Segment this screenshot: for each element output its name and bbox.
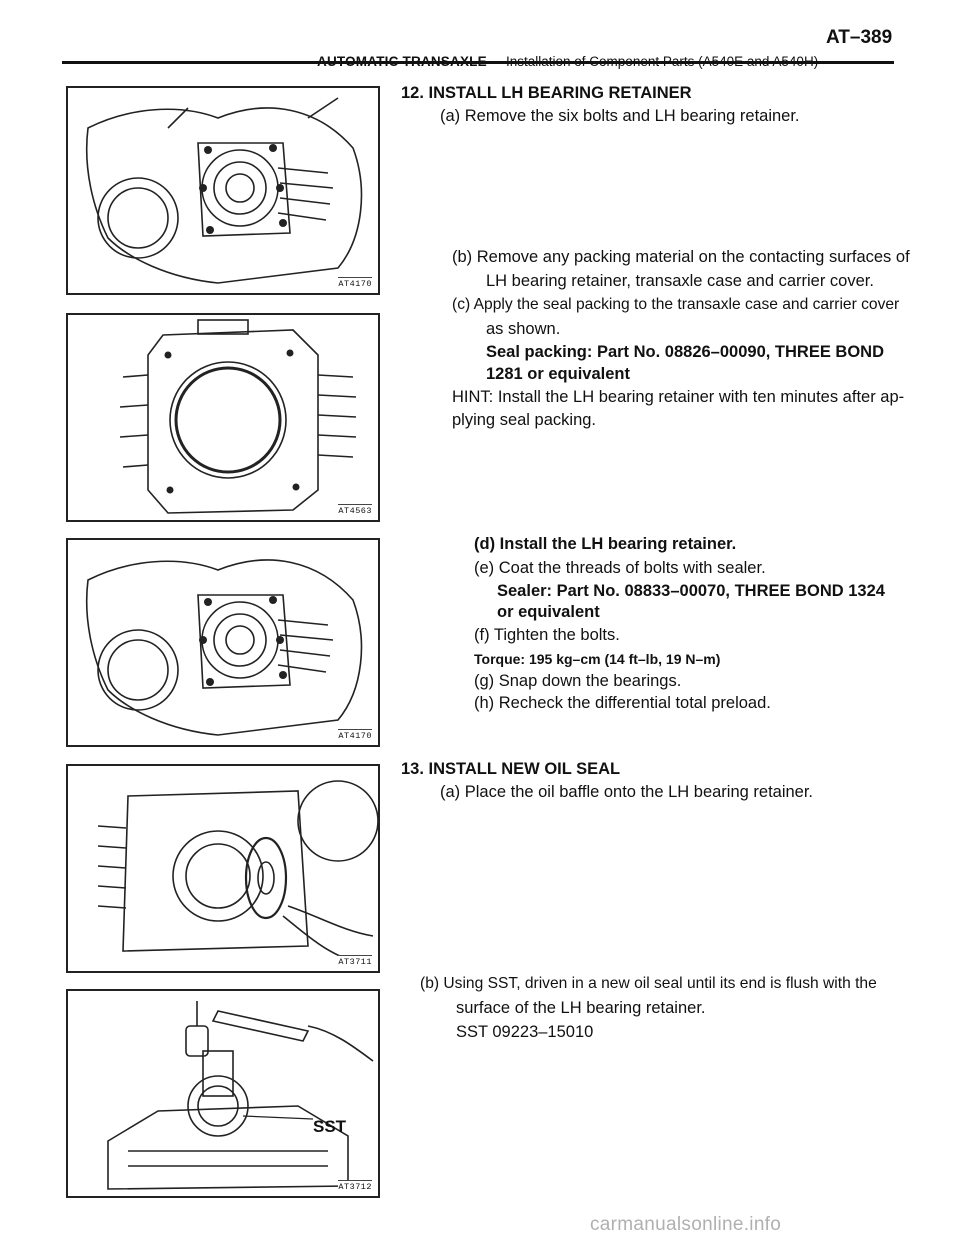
header-rule [62, 61, 894, 64]
page-number: AT–389 [826, 27, 893, 48]
torque-spec: Torque: 195 kg–cm (14 ft–lb, 19 N–m) [474, 651, 721, 667]
figure-5-illustration: SST AT3712 [66, 989, 380, 1198]
sealer-line2: or equivalent [497, 603, 600, 621]
figure-code: AT3712 [338, 1180, 372, 1192]
oil-baffle-drawing [97, 780, 378, 967]
figure-4-illustration: AT3711 [66, 764, 380, 973]
step-12b-line1: (b) Remove any packing material on the c… [452, 248, 910, 266]
sst-callout: SST [313, 1117, 347, 1136]
step-13b-line1: (b) Using SST, driven in a new oil seal … [420, 975, 877, 992]
figure-code: AT3711 [338, 955, 372, 967]
step-12a: (a) Remove the six bolts and LH bearing … [440, 107, 800, 125]
sst-oil-seal-drawing [107, 1001, 374, 1190]
carrier-cover-drawing [119, 319, 357, 514]
hint-line1: HINT: Install the LH bearing retainer wi… [452, 388, 905, 406]
step-12c-line2: as shown. [486, 320, 561, 338]
step-12d: (d) Install the LH bearing retainer. [474, 535, 737, 553]
step-12g: (g) Snap down the bearings. [474, 672, 682, 690]
figure-code: AT4563 [338, 504, 372, 516]
step-12c-line1: (c) Apply the seal packing to the transa… [452, 296, 900, 313]
figure-2-illustration: AT4563 [66, 313, 380, 522]
transaxle-drawing [85, 97, 363, 284]
figure-3-illustration: AT4170 [66, 538, 380, 747]
sealer-line1: Sealer: Part No. 08833–00070, THREE BOND… [497, 582, 885, 600]
step-12f: (f) Tighten the bolts. [474, 626, 620, 644]
step-12-title: 12. INSTALL LH BEARING RETAINER [401, 84, 692, 102]
seal-packing-line1: Seal packing: Part No. 08826–00090, THRE… [486, 343, 884, 361]
step-13-title: 13. INSTALL NEW OIL SEAL [401, 760, 621, 778]
step-12h: (h) Recheck the differential total prelo… [474, 694, 771, 712]
watermark-text: carmanualsonline.info [590, 1214, 782, 1235]
step-12e: (e) Coat the threads of bolts with seale… [474, 559, 766, 577]
figure-code: AT4170 [338, 277, 372, 289]
figure-code: AT4170 [338, 729, 372, 741]
step-13a: (a) Place the oil baffle onto the LH bea… [440, 783, 814, 801]
step-13b-line2: surface of the LH bearing retainer. [456, 999, 706, 1017]
figure-1-illustration: AT4170 [66, 86, 380, 295]
seal-packing-line2: 1281 or equivalent [486, 365, 630, 383]
hint-line2: plying seal packing. [452, 411, 597, 429]
step-12b-line2: LH bearing retainer, transaxle case and … [486, 272, 874, 290]
sst-number: SST 09223–15010 [456, 1023, 594, 1041]
retainer-installed-drawing [85, 559, 363, 736]
